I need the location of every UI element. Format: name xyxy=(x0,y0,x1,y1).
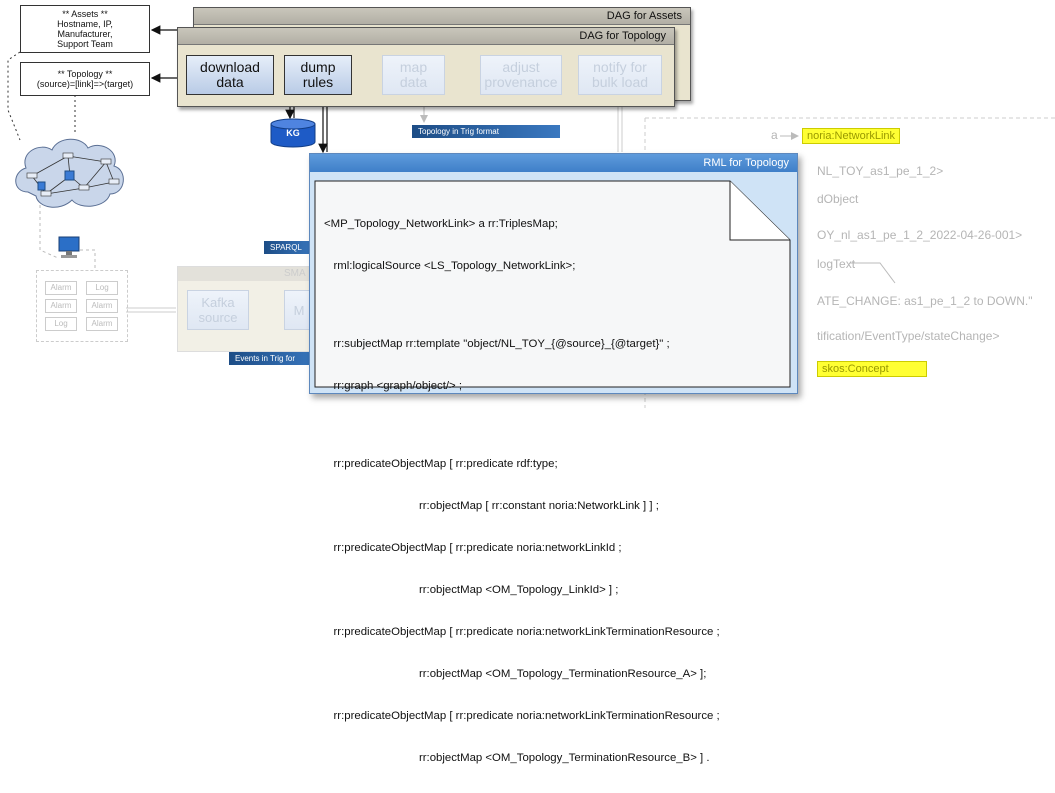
dag-topology-title: DAG for Topology xyxy=(579,30,666,42)
assets-note-line-1: ** Assets ** xyxy=(62,9,108,19)
graph-fragment-1: NL_TOY_as1_pe_1_2> xyxy=(817,164,944,178)
step-adjust-provenance: adjust provenance xyxy=(480,55,562,95)
tag-topology-trig: Topology in Trig format xyxy=(412,125,560,138)
dag-topology-header xyxy=(178,28,674,45)
rml-code-line: rr:predicateObjectMap [ rr:predicate nor… xyxy=(324,710,720,722)
computer-icon xyxy=(58,236,80,258)
network-cloud-icon xyxy=(15,138,124,208)
graph-type-arrow-label: a xyxy=(771,128,778,142)
dag-assets-header xyxy=(194,8,690,25)
graph-fragment-2: dObject xyxy=(817,192,859,206)
rml-code-line: rr:objectMap [ rr:constant noria:Network… xyxy=(324,500,659,512)
alarm-item: Alarm xyxy=(86,317,118,331)
rml-code: <MP_Topology_NetworkLink> a rr:TriplesMa… xyxy=(324,189,720,793)
alarm-item: Alarm xyxy=(45,281,77,295)
rml-code-line: rr:objectMap <OM_Topology_TerminationRes… xyxy=(324,752,710,764)
assets-note-line-2: Hostname, IP, xyxy=(57,19,113,29)
rml-code-line xyxy=(324,301,720,309)
alarm-item: Alarm xyxy=(45,299,77,313)
dag-assets-title: DAG for Assets xyxy=(606,10,682,22)
topology-note-line-2: (source)=[link]=>(target) xyxy=(36,79,134,89)
step-download-data[interactable]: download data xyxy=(186,55,274,95)
topology-note: ** Topology ** (source)=[link]=>(target) xyxy=(20,62,150,96)
assets-note-line-3: Manufacturer, xyxy=(57,29,113,39)
rml-panel: RML for Topology <MP_Topology_NetworkLin… xyxy=(309,153,798,764)
rml-code-line: rr:objectMap <OM_Topology_TerminationRes… xyxy=(324,668,707,680)
graph-fragment-6: tification/EventType/stateChange> xyxy=(817,329,1000,343)
step-map-data: map data xyxy=(382,55,445,95)
assets-note: ** Assets ** Hostname, IP, Manufacturer,… xyxy=(20,5,150,53)
rml-code-line: rr:predicateObjectMap [ rr:predicate nor… xyxy=(324,542,622,554)
tag-events-trig: Events in Trig for xyxy=(229,352,321,365)
kg-label: KG xyxy=(286,128,300,138)
graph-concept-node: skos:Concept xyxy=(817,361,927,377)
topology-note-line-1: ** Topology ** xyxy=(57,69,113,79)
rml-code-line xyxy=(324,421,720,429)
rml-code-line: rml:logicalSource <LS_Topology_NetworkLi… xyxy=(324,260,576,272)
step-dump-rules[interactable]: dump rules xyxy=(284,55,352,95)
alarms-box xyxy=(36,270,128,342)
graph-fragment-3: OY_nl_as1_pe_1_2_2022-04-26-001> xyxy=(817,228,1023,242)
streaming-dag-title: SMA xyxy=(284,268,306,279)
rml-note-sheet xyxy=(314,180,791,388)
kg-database-icon xyxy=(270,118,316,148)
step-notify-bulk-load: notify for bulk load xyxy=(578,55,662,95)
rml-code-line: rr:subjectMap rr:template "object/NL_TOY… xyxy=(324,338,670,350)
streaming-dag-header xyxy=(178,267,318,281)
assets-note-line-4: Support Team xyxy=(57,39,113,49)
rml-panel-title: RML for Topology xyxy=(310,154,797,172)
log-item: Log xyxy=(45,317,77,331)
tag-sparql: SPARQL xyxy=(264,241,316,254)
rml-code-line: rr:objectMap <OM_Topology_LinkId> ] ; xyxy=(324,584,619,596)
graph-fragment-4: logText xyxy=(817,257,856,271)
alarm-item: Alarm xyxy=(86,299,118,313)
step-kafka-source: Kafka source xyxy=(187,290,249,330)
graph-fragment-5: ATE_CHANGE: as1_pe_1_2 to DOWN." xyxy=(817,294,1033,308)
rml-code-line: rr:predicateObjectMap [ rr:predicate rdf… xyxy=(324,458,558,470)
rml-code-line: rr:predicateObjectMap [ rr:predicate nor… xyxy=(324,626,720,638)
rml-code-line: <MP_Topology_NetworkLink> a rr:TriplesMa… xyxy=(324,218,558,230)
rml-code-line: rr:graph <graph/object/> ; xyxy=(324,380,463,392)
graph-class-node: noria:NetworkLink xyxy=(802,128,901,144)
log-item: Log xyxy=(86,281,118,295)
